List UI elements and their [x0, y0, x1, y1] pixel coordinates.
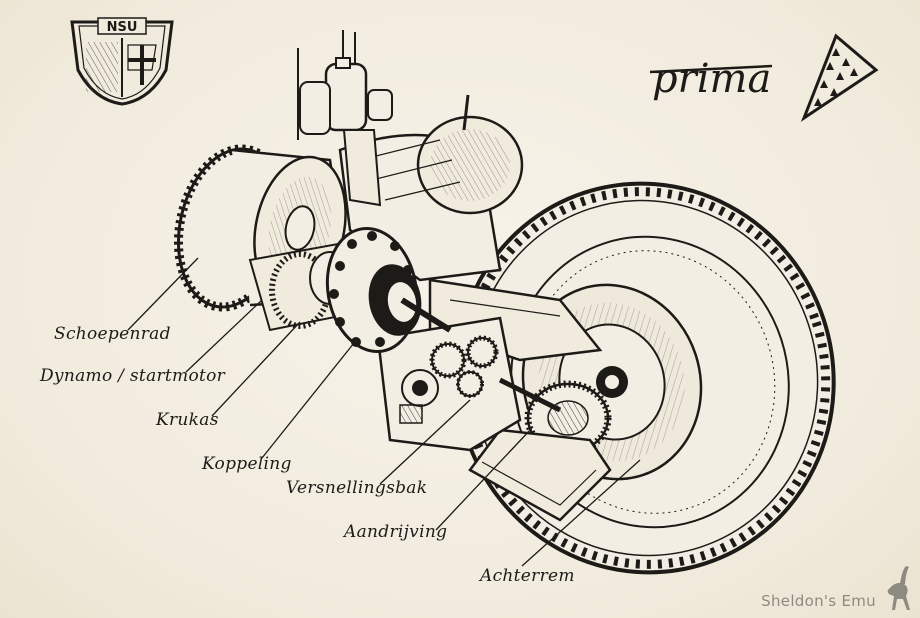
- emu-icon: [887, 566, 910, 610]
- nsu-badge: NSU: [70, 17, 174, 106]
- label-dynamo-startmotor: Dynamo / startmotor: [40, 366, 226, 386]
- prima-wordmark: prima: [652, 56, 771, 102]
- label-krukas: Krukas: [156, 410, 219, 430]
- clutch-disc: [325, 226, 452, 354]
- label-versnellingsbak: Versnellingsbak: [286, 478, 428, 498]
- carburettor: [297, 30, 393, 207]
- watermark: Sheldon's Emu: [761, 592, 876, 610]
- cylinder-tube: [338, 94, 524, 282]
- leader-lines: [127, 257, 641, 567]
- label-koppeling: Koppeling: [202, 454, 292, 474]
- label-schoepenrad: Schoepenrad: [54, 324, 171, 344]
- prima-logo: prima: [649, 33, 879, 122]
- nsu-badge-text: NSU: [107, 20, 138, 35]
- label-achterrem: Achterrem: [480, 566, 575, 586]
- gearbox: [376, 316, 562, 452]
- label-aandrijving: Aandrijving: [344, 522, 448, 542]
